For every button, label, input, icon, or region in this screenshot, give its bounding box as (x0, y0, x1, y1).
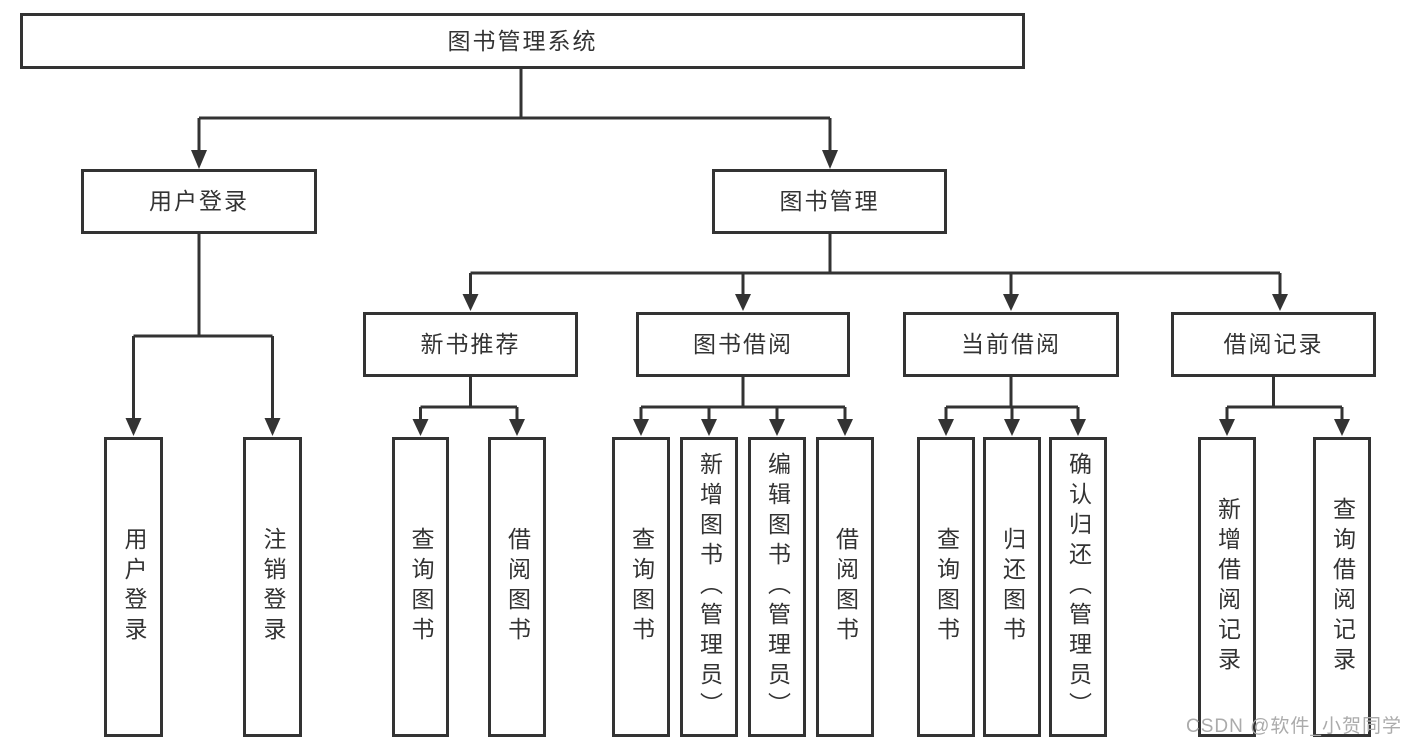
leaf-logout: 注销登录 (243, 437, 302, 737)
leaf-recommend-borrow-books: 借阅图书 (488, 437, 546, 737)
leaf-confirm-return-admin: 确认归还（管理员） (1049, 437, 1107, 737)
node-library-management-system: 图书管理系统 (20, 13, 1025, 69)
leaf-return-books: 归还图书 (983, 437, 1041, 737)
leaf-query-borrow-record: 查询借阅记录 (1313, 437, 1371, 737)
node-user-login: 用户登录 (81, 169, 317, 234)
leaf-recommend-query-books: 查询图书 (392, 437, 449, 737)
node-book-management: 图书管理 (712, 169, 947, 234)
arrowheads (125, 150, 1350, 436)
leaf-borrow-books: 借阅图书 (816, 437, 874, 737)
leaf-current-query-books: 查询图书 (917, 437, 975, 737)
csdn-watermark: CSDN @软件_小贺同学 (1186, 716, 1402, 737)
node-current-borrowing: 当前借阅 (903, 312, 1119, 377)
node-book-borrowing: 图书借阅 (636, 312, 850, 377)
node-new-book-recommendation: 新书推荐 (363, 312, 578, 377)
leaf-user-login: 用户登录 (104, 437, 163, 737)
leaf-add-books-admin: 新增图书（管理员） (680, 437, 738, 737)
leaf-edit-books-admin: 编辑图书（管理员） (748, 437, 806, 737)
leaf-borrowing-query-books: 查询图书 (612, 437, 670, 737)
node-borrowing-records: 借阅记录 (1171, 312, 1376, 377)
leaf-add-borrow-record: 新增借阅记录 (1198, 437, 1256, 737)
